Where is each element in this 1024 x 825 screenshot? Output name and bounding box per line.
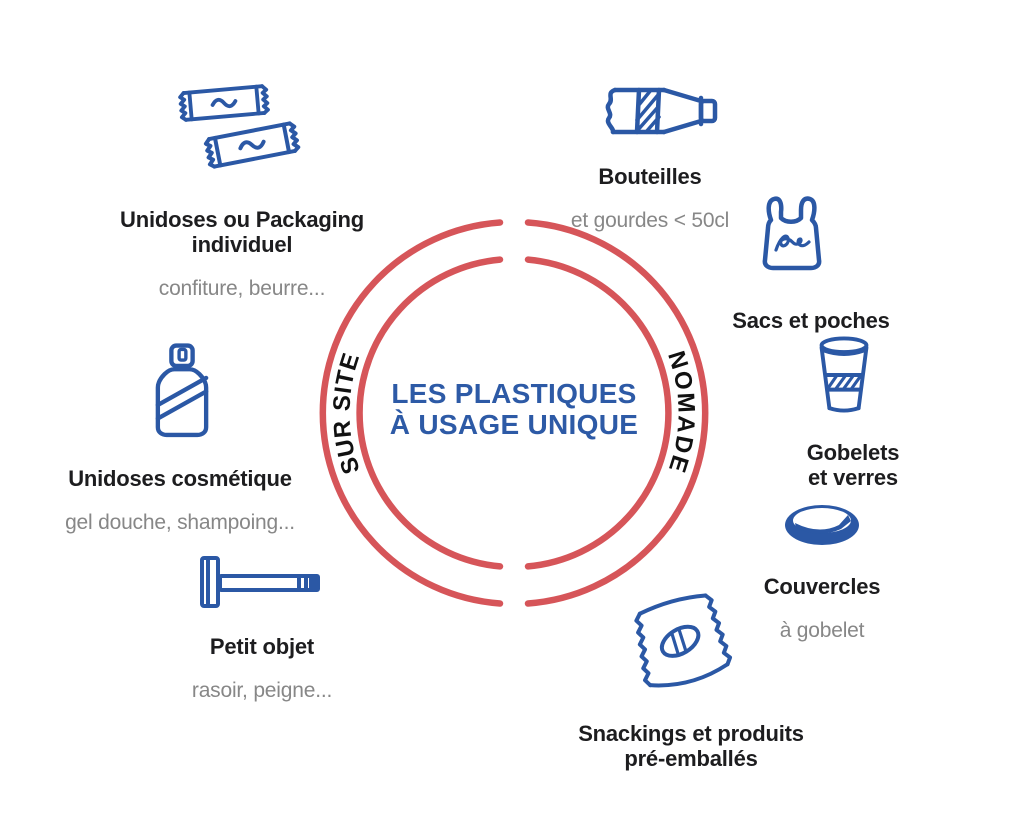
item-sacs-et-poches: Sacs et poches <box>661 190 961 333</box>
cup-icon <box>819 336 869 413</box>
item-label: Unidoses cosmétique <box>68 466 292 491</box>
item-sublabel: confiture, beurre... <box>158 277 326 300</box>
cup-lid-icon <box>785 505 859 545</box>
page-title: LES PLASTIQUES À USAGE UNIQUE <box>389 378 639 440</box>
razor-icon <box>200 556 320 608</box>
item-sublabel: gel douche, shampoing... <box>65 511 295 534</box>
item-snackings: Snackings et produits pré-emballés <box>541 593 841 771</box>
item-unidoses-cosmetique: Unidoses cosmétique gel douche, shampoin… <box>30 341 330 534</box>
item-label: Sacs et poches <box>732 308 890 333</box>
plastic-bag-icon <box>762 196 822 271</box>
item-sublabel: et gourdes < 50cl <box>570 209 730 232</box>
item-gobelets-et-verres: Gobelets et verres <box>703 335 1003 490</box>
snack-wrapper-icon <box>634 593 733 688</box>
item-bouteilles: Bouteilles et gourdes < 50cl <box>500 84 800 232</box>
cosmetic-bottle-icon <box>155 343 209 438</box>
item-label: Petit objet <box>209 634 315 659</box>
item-couvercles: Couvercles à gobelet <box>672 497 972 642</box>
item-label: Gobelets et verres <box>806 440 900 490</box>
item-label: Couvercles <box>763 574 881 599</box>
item-sublabel: rasoir, peigne... <box>191 679 333 702</box>
item-petit-objet: Petit objet rasoir, peigne... <box>112 556 412 702</box>
category-rings: SUR SITE NOMADE <box>319 219 709 607</box>
item-label: Unidoses ou Packaging individuel <box>120 207 364 257</box>
item-sublabel: à gobelet <box>779 619 865 642</box>
sachet-icon <box>203 121 301 169</box>
item-label: Bouteilles <box>598 164 702 189</box>
ring-arcs <box>319 219 709 607</box>
item-unidoses-packaging: Unidoses ou Packaging individuel confitu… <box>92 84 392 300</box>
sachet-icon <box>178 84 270 122</box>
item-label: Snackings et produits pré-emballés <box>578 721 804 771</box>
bottle-icon <box>605 87 718 135</box>
